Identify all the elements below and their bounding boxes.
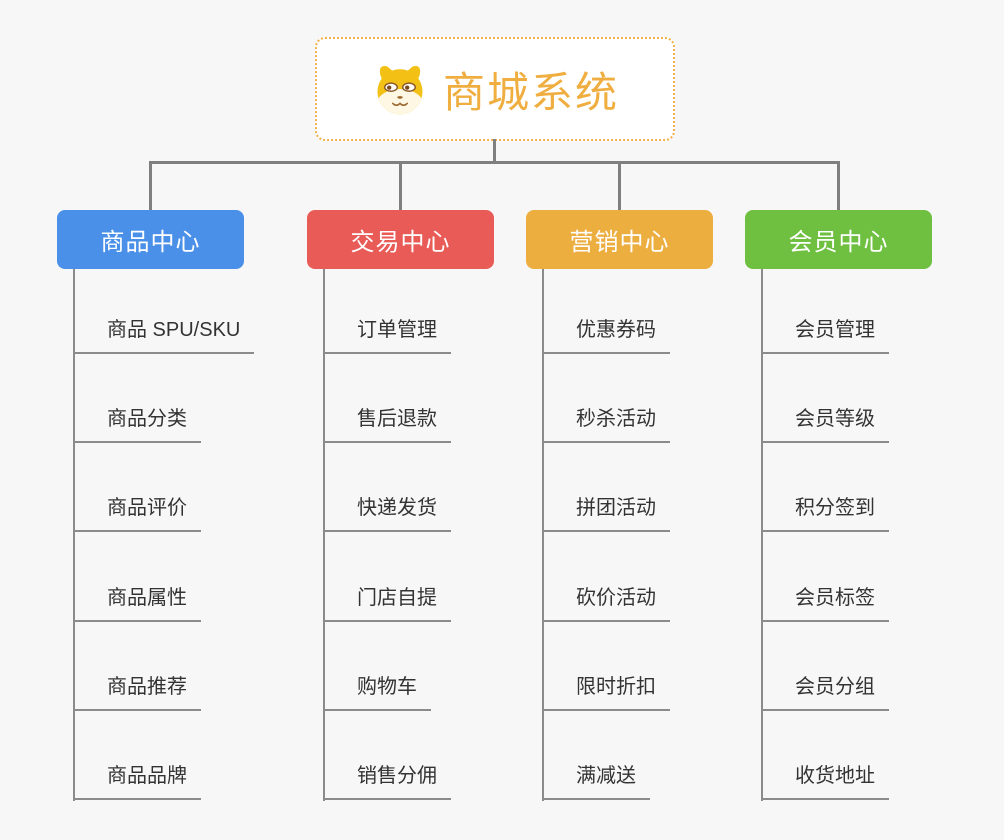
branch-spine xyxy=(761,269,763,801)
branch-item[interactable]: 商品推荐 xyxy=(73,673,201,711)
branch-header-3[interactable]: 会员中心 xyxy=(745,210,932,269)
branch-header-2[interactable]: 营销中心 xyxy=(526,210,713,269)
branch-spine xyxy=(542,269,544,801)
branch-item[interactable]: 订单管理 xyxy=(323,316,451,354)
branch-item[interactable]: 售后退款 xyxy=(323,405,451,444)
branch-item[interactable]: 商品 SPU/SKU xyxy=(73,316,255,354)
branch-item[interactable]: 拼团活动 xyxy=(542,494,670,533)
branch-item[interactable]: 收货地址 xyxy=(761,762,889,800)
branch-item[interactable]: 积分签到 xyxy=(761,494,889,533)
branch-item[interactable]: 砍价活动 xyxy=(542,584,670,622)
branch-item[interactable]: 购物车 xyxy=(323,673,431,711)
branch-item[interactable]: 商品分类 xyxy=(73,405,201,444)
branch-item[interactable]: 会员标签 xyxy=(761,584,889,622)
branch-item[interactable]: 满减送 xyxy=(542,762,650,800)
branch-header-0[interactable]: 商品中心 xyxy=(57,210,244,269)
branch-item[interactable]: 限时折扣 xyxy=(542,673,670,711)
branch-item[interactable]: 会员分组 xyxy=(761,673,889,711)
branch-spine xyxy=(323,269,325,801)
branch-item[interactable]: 会员管理 xyxy=(761,316,889,354)
connector-branch-drop xyxy=(149,163,152,210)
branch-item[interactable]: 商品评价 xyxy=(73,494,201,533)
branch-spine xyxy=(73,269,75,801)
connector-root-drop xyxy=(493,139,496,162)
root-title: 商城系统 xyxy=(442,68,619,116)
branch-item[interactable]: 会员等级 xyxy=(761,405,889,444)
branch-item[interactable]: 销售分佣 xyxy=(323,762,451,800)
connector-branch-drop xyxy=(837,163,840,210)
branch-item[interactable]: 优惠券码 xyxy=(542,316,670,354)
connector-branch-drop xyxy=(618,163,621,210)
root-node[interactable]: 商城系统 xyxy=(315,37,675,141)
branch-header-1[interactable]: 交易中心 xyxy=(307,210,494,269)
connector-branch-drop xyxy=(399,163,402,210)
branch-item[interactable]: 门店自提 xyxy=(323,584,451,622)
branch-item[interactable]: 秒杀活动 xyxy=(542,405,670,444)
branch-item[interactable]: 商品属性 xyxy=(73,584,201,622)
connector-rail xyxy=(149,161,840,164)
branch-item[interactable]: 快递发货 xyxy=(323,494,451,533)
dog-icon xyxy=(371,62,429,116)
branch-item[interactable]: 商品品牌 xyxy=(73,762,201,800)
